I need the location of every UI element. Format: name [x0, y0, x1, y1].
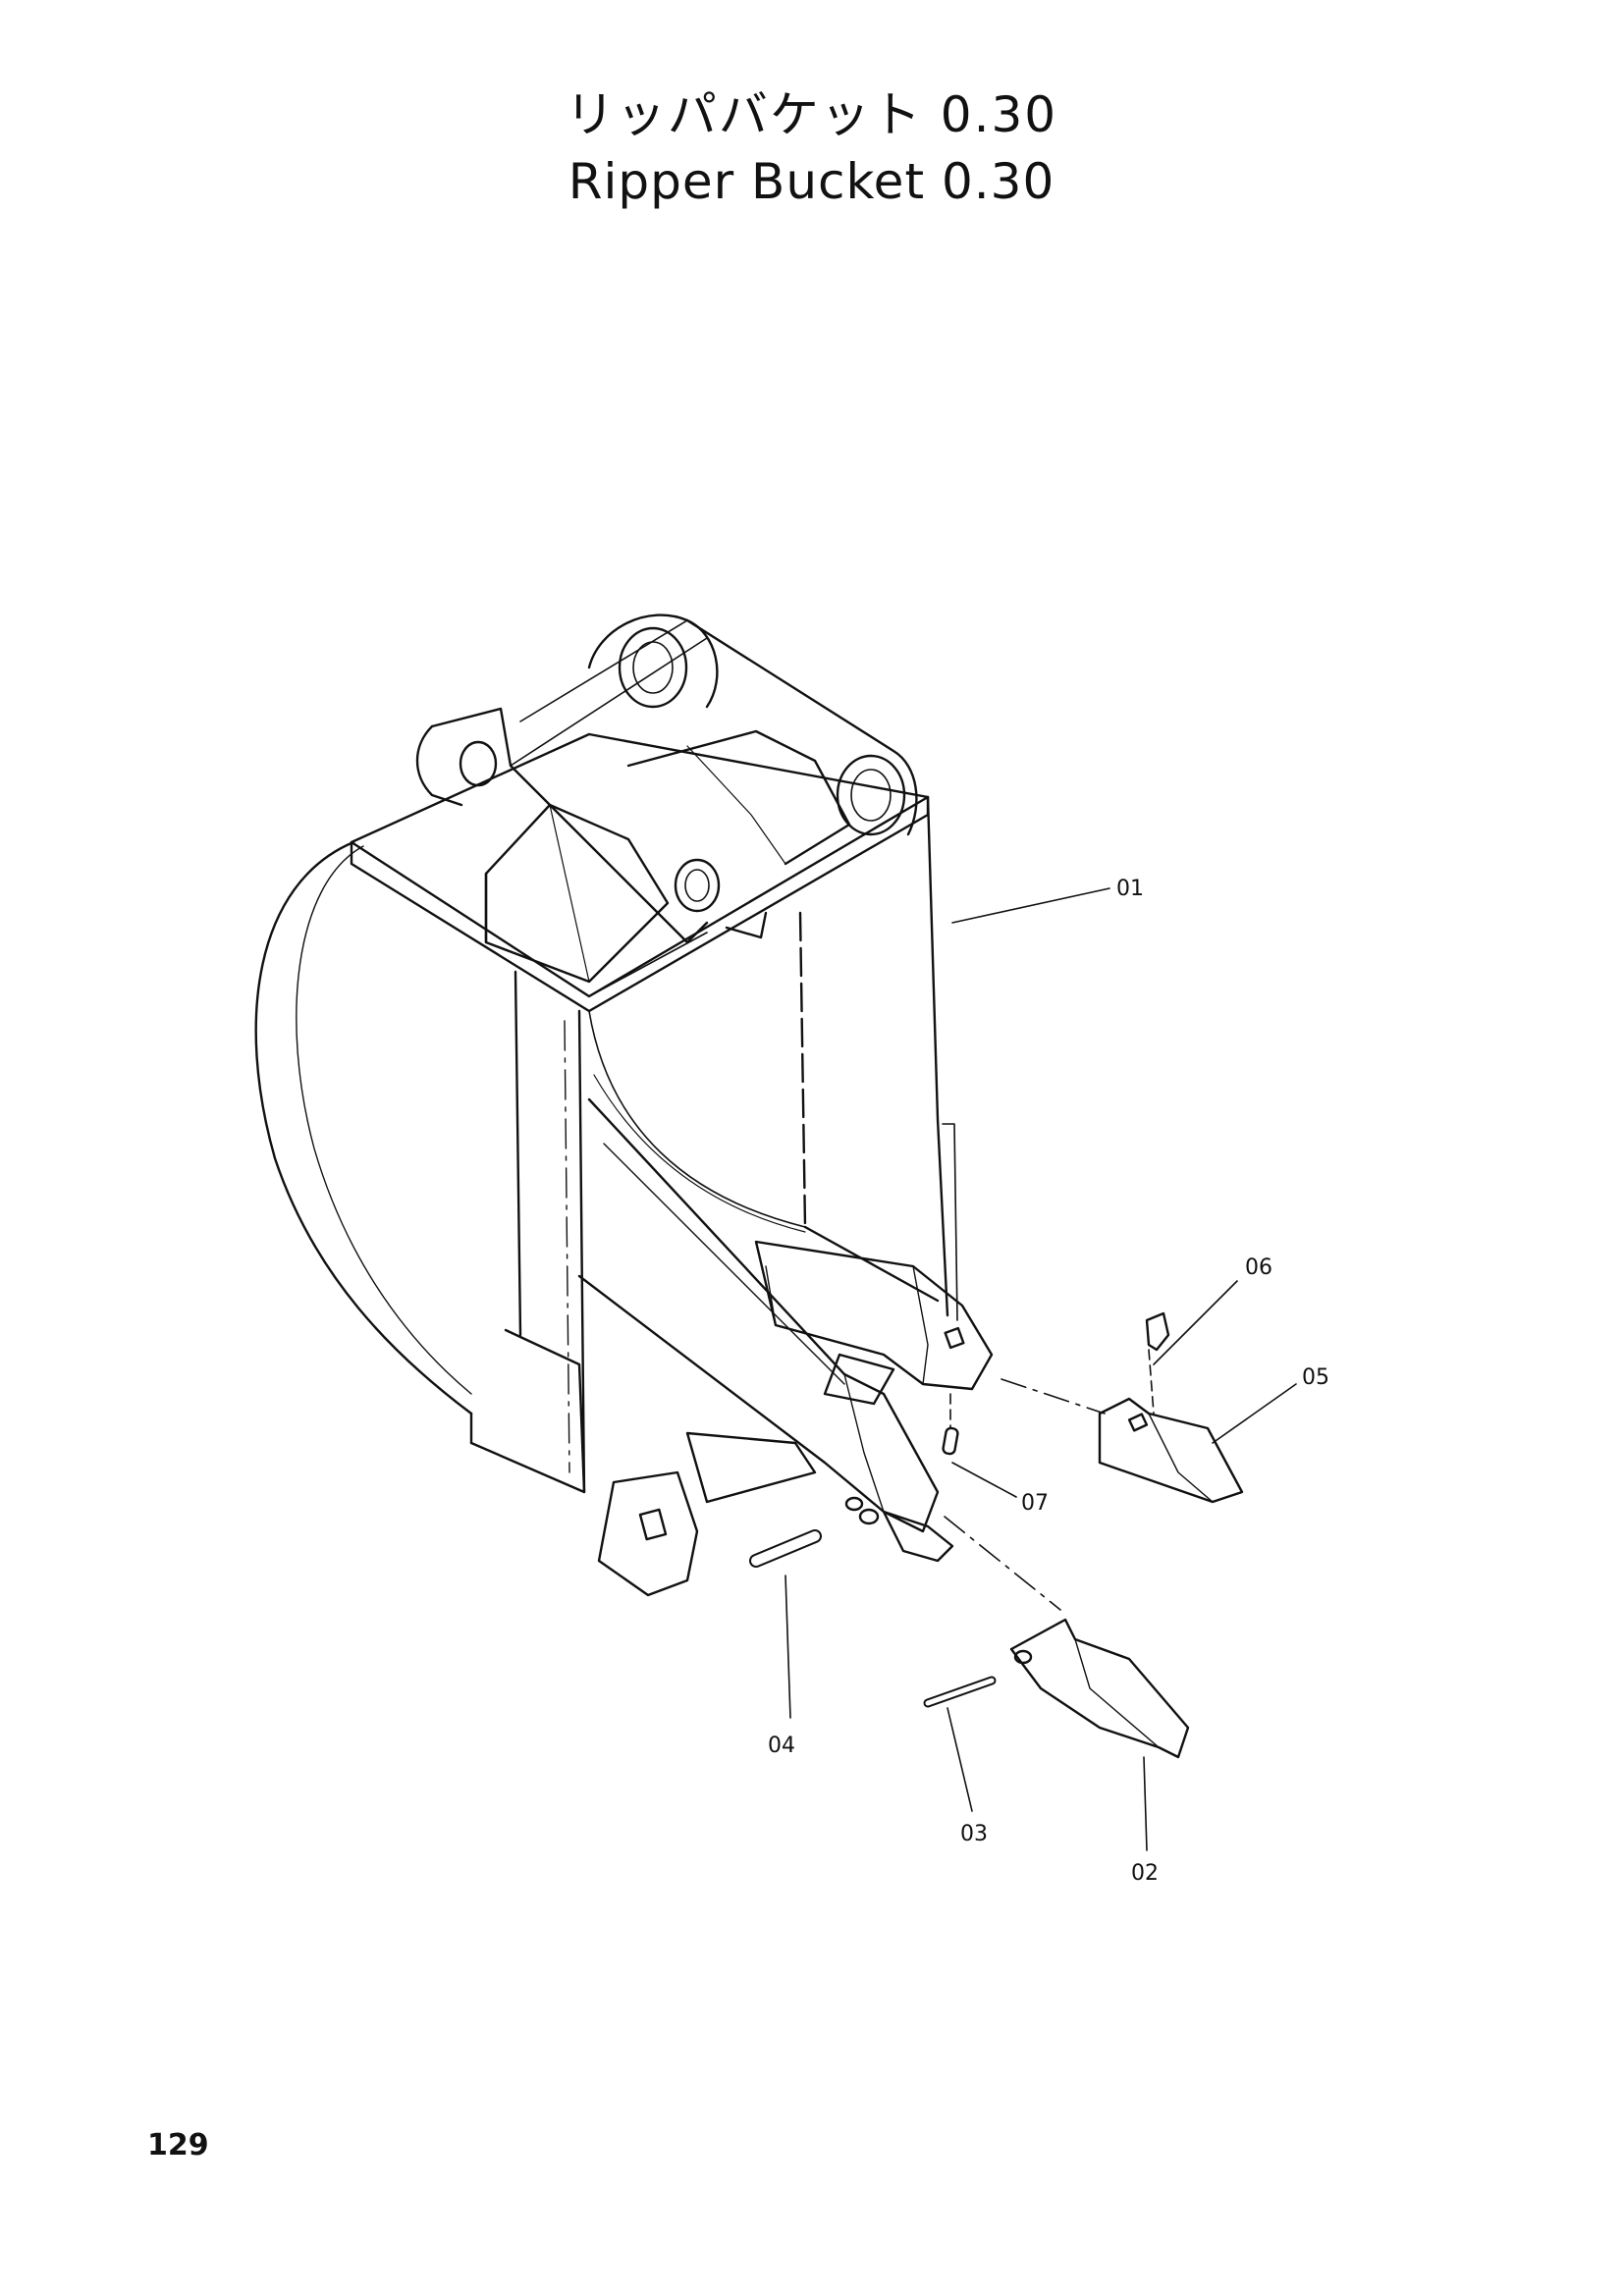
callout-06: 06 [1245, 1255, 1272, 1280]
ripper-shanks [577, 1097, 994, 1597]
callout-02: 02 [1131, 1861, 1159, 1886]
part-02-tooth-adapter [1009, 1618, 1190, 1759]
callout-03: 03 [960, 1822, 988, 1846]
part-03-pin [923, 1676, 997, 1708]
bucket-body [254, 614, 958, 1494]
callout-04: 04 [768, 1734, 795, 1758]
diagram-title-english: Ripper Bucket 0.30 [568, 153, 1055, 210]
callout-labels: 01 06 05 07 04 03 02 [768, 877, 1329, 1886]
page-number: 129 [147, 2128, 209, 2163]
part-07-pin [942, 1426, 959, 1456]
part-05-tooth [1098, 1397, 1244, 1504]
leader-lines [784, 887, 1297, 1851]
diagram-title-japanese: リッパバケット 0.30 [565, 86, 1058, 143]
part-04-pin [749, 1529, 822, 1568]
callout-05: 05 [1302, 1365, 1329, 1390]
callout-01: 01 [1116, 877, 1144, 901]
part-06-lock [1145, 1311, 1170, 1352]
callout-07: 07 [1021, 1491, 1049, 1516]
